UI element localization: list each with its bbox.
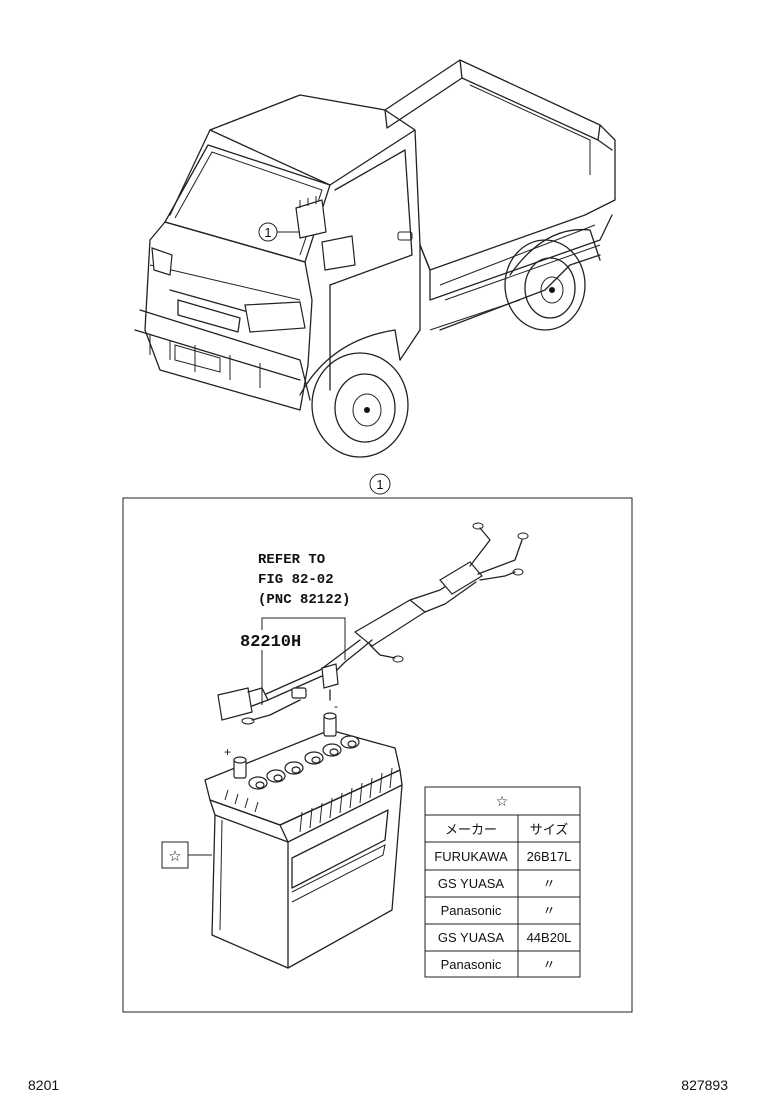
table-row-3-size: 〃 [542, 903, 555, 918]
table-row-4-size: 44B20L [527, 930, 572, 945]
refer-note-line3: (PNC 82122) [258, 592, 350, 608]
part-number-82210h: 82210H [240, 633, 301, 652]
table-row-1-maker: FURUKAWA [434, 849, 508, 864]
table-row-1-size: 26B17L [527, 849, 572, 864]
frame-callout-number: 1 [376, 477, 383, 492]
table-header-star: ☆ [496, 793, 509, 809]
table-row-5-size: 〃 [542, 957, 555, 972]
truck-illustration [134, 59, 616, 458]
frame-callout-circle [369, 473, 391, 495]
battery: + [204, 712, 403, 969]
refer-note-line1: REFER TO [258, 552, 325, 568]
battery-cable-harness: - [217, 522, 529, 725]
footer-illustration-id: 827893 [681, 1077, 728, 1093]
table-row-2-size: 〃 [542, 876, 555, 891]
star-symbol: ☆ [168, 848, 181, 865]
refer-note-line2: FIG 82-02 [258, 572, 334, 588]
minus-terminal-label: - [334, 699, 338, 713]
truck-callout-number: 1 [264, 225, 271, 240]
battery-spec-table [424, 786, 581, 978]
table-row-2-maker: GS YUASA [438, 876, 505, 891]
table-col-maker: メーカー [445, 822, 497, 837]
table-row-3-maker: Panasonic [441, 903, 502, 918]
detail-frame [122, 497, 633, 1013]
table-row-4-maker: GS YUASA [438, 930, 505, 945]
footer-figure-number: 8201 [28, 1077, 59, 1093]
plus-terminal-label: + [224, 745, 231, 759]
table-col-size: サイズ [530, 822, 569, 837]
table-row-5-maker: Panasonic [441, 957, 502, 972]
